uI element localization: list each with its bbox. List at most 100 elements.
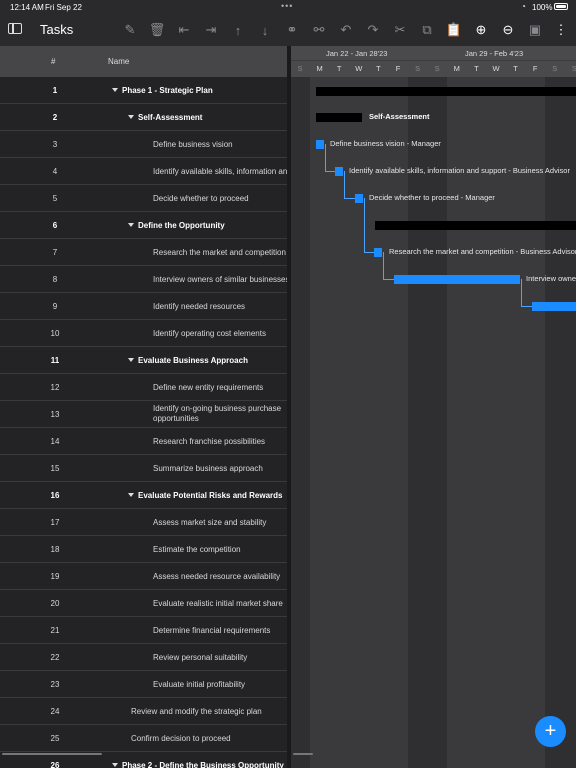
collapse-toggle-icon[interactable] <box>112 763 118 767</box>
task-bar-5[interactable] <box>355 194 363 203</box>
day-label: T <box>336 64 342 73</box>
collapse-toggle-icon[interactable] <box>128 493 134 497</box>
copy-icon[interactable]: ⧉ <box>422 22 432 37</box>
row-task-name-text: Interview owners of similar businesses <box>153 275 287 284</box>
link-icon[interactable]: ⚭ <box>286 22 298 37</box>
row-number: 8 <box>52 275 58 284</box>
row-number: 7 <box>52 248 58 257</box>
row-task-name-text: Define the Opportunity <box>138 221 225 230</box>
row-task-name: Evaluate initial profitability <box>153 680 245 689</box>
summary-bar-self-assessment[interactable] <box>316 113 362 122</box>
weekend-column <box>291 77 311 768</box>
summary-bar-phase-1[interactable] <box>316 87 576 96</box>
undo-icon[interactable]: ↶ <box>340 22 352 37</box>
sidebar-toggle-icon[interactable] <box>8 23 22 34</box>
row-task-name: Identify needed resources <box>153 302 245 311</box>
collapse-toggle-icon[interactable] <box>112 88 118 92</box>
collapse-toggle-icon[interactable] <box>128 115 134 119</box>
zoom-out-icon[interactable]: ⊖ <box>502 22 514 37</box>
day-label: F <box>395 64 401 73</box>
indent-icon[interactable]: ⇥ <box>205 22 217 37</box>
trash-icon[interactable]: 🗑 <box>148 22 166 37</box>
paste-icon[interactable]: 📋 <box>445 22 463 37</box>
task-bar-4[interactable] <box>335 167 343 176</box>
summary-bar-define-opportunity[interactable] <box>375 221 576 230</box>
move-down-icon[interactable]: ↓ <box>261 22 269 38</box>
row-task-name-text: Define new entity requirements <box>153 383 264 392</box>
table-row[interactable]: 17 Assess market size and stability <box>0 509 287 536</box>
zoom-in-icon[interactable]: ⊕ <box>475 22 487 37</box>
row-task-name: Evaluate Business Approach <box>128 356 248 365</box>
table-row[interactable]: 8 Interview owners of similar businesses <box>0 266 287 293</box>
row-number: 1 <box>52 86 58 95</box>
task-bar-8[interactable] <box>394 275 520 284</box>
gantt-label-task-5: Decide whether to proceed - Manager <box>369 193 495 202</box>
cut-icon[interactable]: ✂ <box>394 22 406 37</box>
weekend-column <box>564 77 576 768</box>
task-bar-3[interactable] <box>316 140 324 149</box>
dependency-link <box>383 279 394 280</box>
dependency-link <box>383 252 384 279</box>
multitasking-dots-icon[interactable]: ••• <box>281 1 294 11</box>
row-number: 10 <box>50 329 60 338</box>
pane-divider[interactable] <box>287 46 291 768</box>
column-header-number[interactable]: # <box>51 57 56 66</box>
week-label-2: Jan 29 - Feb 4'23 <box>465 49 524 58</box>
row-task-name: Phase 2 - Define the Business Opportunit… <box>112 761 284 768</box>
row-task-name-text: Identify on-going business purchase oppo… <box>153 404 282 423</box>
table-row[interactable]: 13 Identify on-going business purchase op… <box>0 401 287 428</box>
day-label: M <box>316 64 323 73</box>
gantt-horizontal-scrollbar[interactable] <box>293 753 313 755</box>
status-bar: 12:14 AM Fri Sep 22 ••• ◔ 100% <box>0 0 576 14</box>
table-horizontal-scrollbar[interactable] <box>2 753 102 755</box>
row-task-name-text: Define business vision <box>153 140 233 149</box>
row-task-name-text: Assess market size and stability <box>153 518 267 527</box>
row-task-name: Determine financial requirements <box>153 626 270 635</box>
column-header-name[interactable]: Name <box>108 57 130 66</box>
collapse-toggle-icon[interactable] <box>128 358 134 362</box>
row-number: 13 <box>50 410 60 419</box>
redo-icon[interactable]: ↷ <box>367 22 379 37</box>
more-menu-icon[interactable]: ⋮ <box>554 22 568 37</box>
gantt-week-header: Jan 22 - Jan 28'23 Jan 29 - Feb 4'23 <box>291 46 576 60</box>
save-icon[interactable]: ▣ <box>528 22 542 37</box>
wifi-icon: ◔ <box>521 2 526 11</box>
row-task-name-text: Summarize business approach <box>153 464 263 473</box>
move-up-icon[interactable]: ↑ <box>234 22 242 38</box>
task-bar-9[interactable] <box>532 302 576 311</box>
row-task-name-text: Determine financial requirements <box>153 626 271 635</box>
task-bar-7[interactable] <box>374 248 382 257</box>
edit-icon[interactable]: ✎ <box>124 22 136 37</box>
outdent-icon[interactable]: ⇤ <box>178 22 190 37</box>
unlink-icon[interactable]: ⚯ <box>313 22 325 37</box>
row-task-name-text: Evaluate Potential Risks and Rewards <box>138 491 283 500</box>
collapse-toggle-icon[interactable] <box>128 223 134 227</box>
row-task-name: Decide whether to proceed <box>153 194 249 203</box>
row-number: 17 <box>50 518 60 527</box>
row-task-name: Research franchise possibilities <box>153 437 265 446</box>
add-task-button[interactable]: + <box>535 716 566 747</box>
